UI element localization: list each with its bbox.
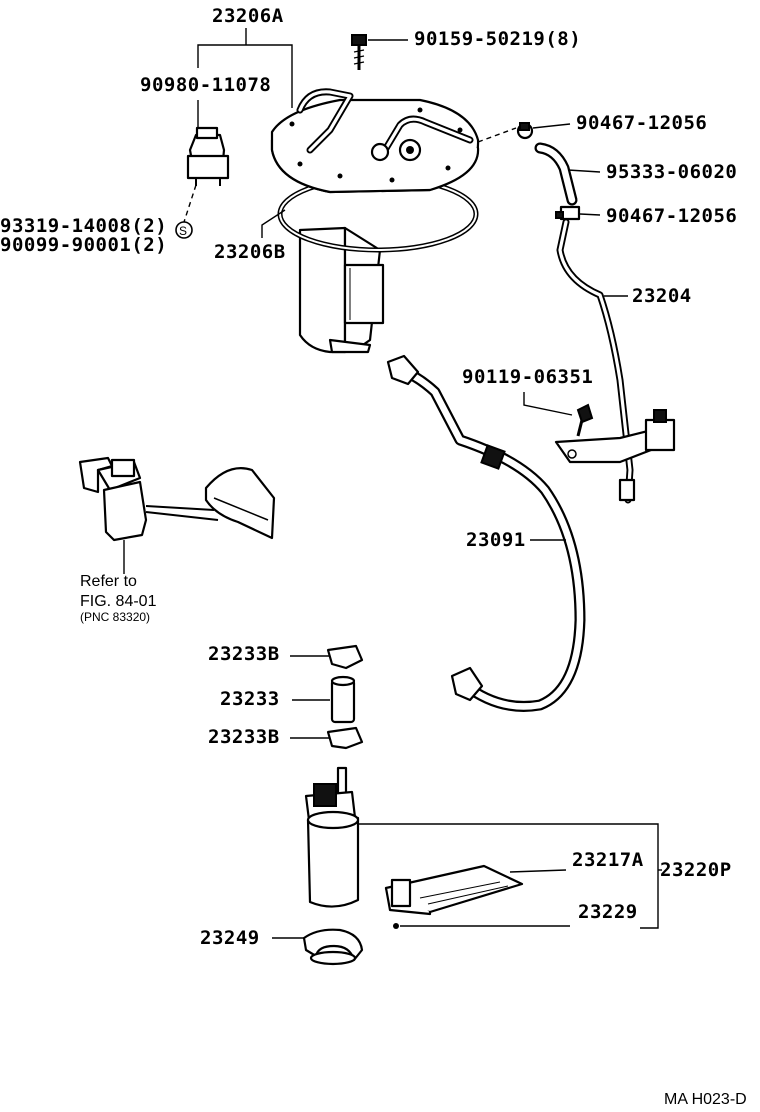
- fuel-hose-95333: 95333-06020: [534, 142, 737, 206]
- label-23233B-top: 23233B: [208, 643, 280, 665]
- label-90099: 90099-90001(2): [0, 234, 167, 256]
- bolt-90119: 90119-06351: [462, 366, 594, 437]
- fuel-hose-23091: 23091: [386, 354, 586, 712]
- label-23233: 23233: [220, 688, 280, 710]
- label-23206A: 23206A: [197, 5, 293, 108]
- cushion-23233B-top: 23233B: [208, 643, 364, 670]
- label-93319: 93319-14008(2): [0, 215, 167, 237]
- filter-23233: 23233: [220, 675, 356, 724]
- label-23220P: 23220P: [660, 859, 732, 881]
- bolt-90159: 90159-50219(8): [351, 28, 581, 70]
- connector-90980: 90980-11078: [140, 74, 271, 223]
- refer-line2: FIG. 84-01: [80, 593, 157, 610]
- hose-clamp-lower: 90467-12056: [555, 205, 737, 227]
- label-23206B: 23206B: [214, 241, 286, 263]
- cushion-23233B-bottom: 23233B: [208, 726, 364, 750]
- label-23206A-text: 23206A: [212, 5, 284, 27]
- label-90980: 90980-11078: [140, 74, 271, 96]
- label-23091: 23091: [466, 529, 526, 551]
- label-90467-upper: 90467-12056: [576, 112, 707, 134]
- label-23229: 23229: [578, 901, 638, 923]
- refer-line3: (PNC 83320): [80, 610, 150, 624]
- pump-bracket-assembly: 23206B: [214, 88, 480, 354]
- label-90159: 90159-50219(8): [414, 28, 581, 50]
- refer-line1: Refer to: [80, 573, 137, 590]
- leader-23206A: [197, 44, 293, 108]
- label-90467-lower: 90467-12056: [606, 205, 737, 227]
- hose-clamp-upper: 90467-12056: [477, 112, 707, 143]
- clip-23229: 23229: [393, 901, 638, 929]
- label-23217A: 23217A: [572, 849, 644, 871]
- washer-symbol: S: [179, 224, 187, 238]
- diagram-code: MA H023-D: [664, 1091, 747, 1108]
- label-23233B-bottom: 23233B: [208, 726, 280, 748]
- label-23249: 23249: [200, 927, 260, 949]
- fuel-sender-gauge: Refer to FIG. 84-01 (PNC 83320): [78, 456, 276, 624]
- screw-washer-93319: S 93319-14008(2) 90099-90001(2): [0, 215, 193, 256]
- label-90119: 90119-06351: [462, 366, 593, 388]
- label-95333: 95333-06020: [606, 161, 737, 183]
- strainer-23217A: 23217A: [384, 849, 644, 916]
- cushion-23249: 23249: [200, 927, 364, 966]
- label-23204: 23204: [632, 285, 692, 307]
- fuel-pipe-23204: 23204: [554, 218, 692, 504]
- fuel-pump-23220P: 23220P: [304, 766, 732, 929]
